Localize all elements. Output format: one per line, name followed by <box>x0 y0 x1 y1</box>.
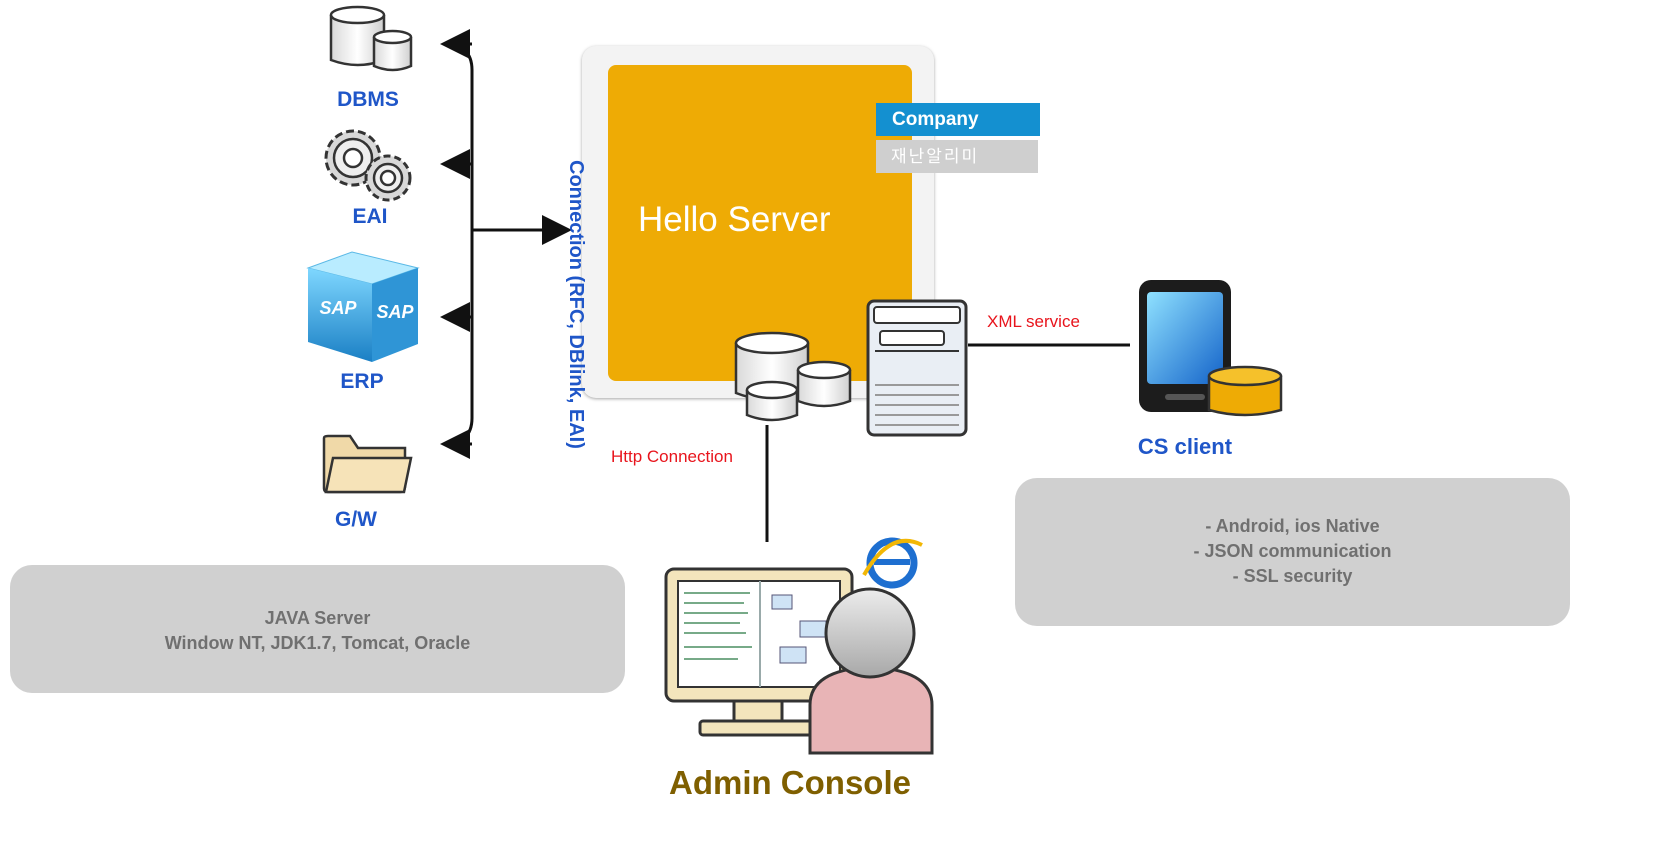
server-tower-icon <box>866 299 968 437</box>
mobile-device-icon <box>1139 280 1283 417</box>
admin-user-icon <box>808 587 934 755</box>
sap-text-right: SAP <box>376 302 414 322</box>
database-icon <box>734 331 852 422</box>
java-server-box: JAVA Server Window NT, JDK1.7, Tomcat, O… <box>10 565 625 693</box>
ie-browser-icon <box>862 537 923 589</box>
server-devices <box>734 299 968 437</box>
xml-service-label: XML service <box>987 312 1080 331</box>
eai-label: EAI <box>352 205 388 228</box>
company-badge: Company <box>876 103 1040 136</box>
folder-icon <box>322 434 413 494</box>
client-feature-item: - JSON communication <box>1193 541 1392 561</box>
sap-text-left: SAP <box>319 298 357 318</box>
connection-label: Connection (RFC, DBlink, EAI) <box>565 160 587 449</box>
gw-label: G/W <box>335 508 377 531</box>
client-feature-box: - Android, ios Native - JSON communicati… <box>1015 478 1570 626</box>
admin-console-icon <box>664 537 934 755</box>
dbms-label: DBMS <box>337 88 399 111</box>
server-title: Hello Server <box>638 200 831 239</box>
http-connection-label: Http Connection <box>611 447 733 466</box>
client-feature-item: - SSL security <box>1232 566 1353 586</box>
sap-cube-icon: SAP SAP <box>306 251 420 362</box>
dbms-icon <box>329 5 413 72</box>
erp-label: ERP <box>340 370 384 393</box>
company-subtitle-badge: 재난알리미 <box>876 140 1038 173</box>
java-server-stack: Window NT, JDK1.7, Tomcat, Oracle <box>164 633 471 653</box>
client-database-icon <box>1207 365 1283 417</box>
admin-console-label: Admin Console <box>668 764 911 801</box>
java-server-title: JAVA Server <box>264 608 371 628</box>
server-core <box>608 65 912 381</box>
client-feature-item: - Android, ios Native <box>1205 516 1380 536</box>
source-connector <box>440 29 572 459</box>
eai-gears-icon <box>324 129 412 202</box>
cs-client-label: CS client <box>1137 434 1233 459</box>
